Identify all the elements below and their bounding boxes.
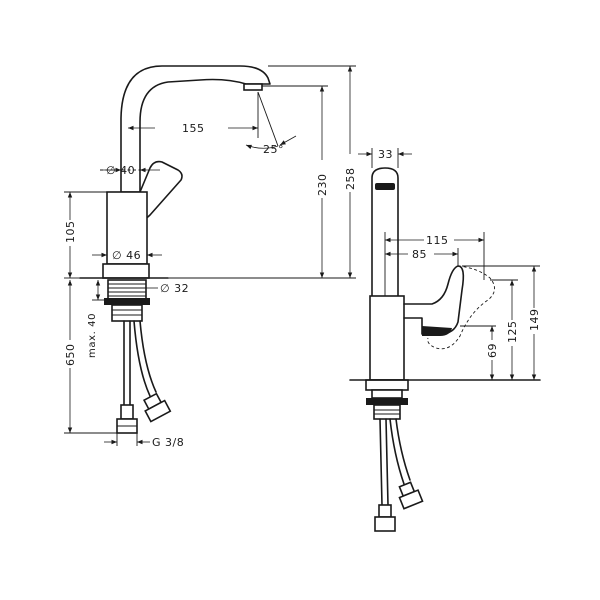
- hose-right-2: [139, 320, 157, 393]
- side-hose-1: [379, 418, 383, 506]
- lever-handle: [139, 160, 183, 225]
- dim-spout-height: 230: [316, 174, 329, 197]
- dim-spout-reach: 155: [182, 122, 205, 135]
- side-view: 33 115 85 69 125 149: [349, 148, 542, 532]
- dim-total-height: 258: [344, 168, 357, 191]
- dim-hose-length: 650: [64, 344, 77, 367]
- dim-connection: G 3/8: [152, 436, 184, 449]
- base-flange: [102, 263, 150, 279]
- faucet-body: [106, 191, 148, 265]
- dim-diameter-body: ∅ 46: [112, 249, 141, 262]
- dim-handle-reach: 115: [426, 234, 449, 247]
- side-spout: [371, 167, 399, 297]
- handle-open-position: [427, 265, 495, 350]
- fitting-right: [142, 392, 172, 423]
- dim-max-thickness: max. 40: [87, 313, 98, 358]
- side-fitting-2: [398, 481, 424, 510]
- dim-body-height: 105: [64, 221, 77, 244]
- dim-diameter-hole: ∅ 32: [160, 282, 189, 295]
- side-hose-2: [389, 418, 405, 485]
- spout-outline: [120, 65, 271, 193]
- dim-diameter-top: ∅ 40: [106, 164, 135, 177]
- dim-side-width: 33: [378, 148, 393, 161]
- dim-handle-h1: 69: [486, 343, 499, 358]
- side-aerator: [375, 183, 395, 190]
- dim-handle-h2: 125: [506, 321, 519, 344]
- side-handle: [403, 265, 465, 335]
- side-body: [369, 295, 405, 381]
- mounting-nut: [104, 298, 150, 305]
- thread-lines: [108, 283, 146, 297]
- aerator: [243, 83, 263, 91]
- hose-right: [133, 320, 151, 397]
- dim-handle-offset: 85: [412, 248, 427, 261]
- side-fitting-1: [374, 516, 396, 532]
- front-view: ∅ 40 ∅ 46 ∅ 32 155 25° 230 258: [62, 65, 358, 449]
- dim-handle-h3: 149: [528, 309, 541, 332]
- dim-spout-angle: 25°: [263, 143, 284, 156]
